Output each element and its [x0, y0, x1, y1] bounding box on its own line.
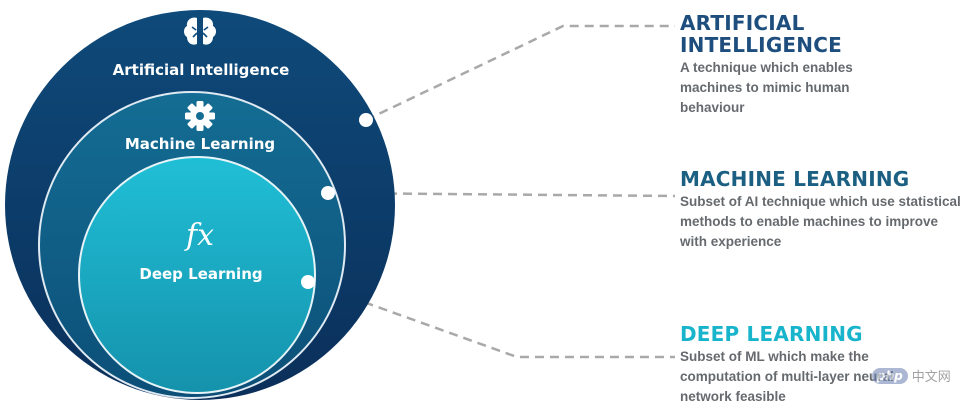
- dot-ml: [321, 186, 335, 200]
- text-ai: A technique which enables machines to mi…: [680, 60, 853, 115]
- brain-icon: [184, 17, 216, 45]
- watermark: php 中文网: [872, 366, 951, 385]
- connector-ai: [365, 24, 675, 122]
- title-dl: DEEP LEARNING: [680, 322, 863, 346]
- title-ml: MACHINE LEARNING: [680, 167, 910, 191]
- connector-ml: [327, 191, 676, 198]
- text-dl: Subset of ML which make the computation …: [680, 349, 894, 404]
- dot-ai: [359, 113, 373, 127]
- title-ai: ARTIFICIAL INTELLIGENCE: [680, 11, 842, 57]
- circle-dl: [78, 156, 316, 394]
- function-icon: fx: [184, 218, 214, 253]
- description-ml: MACHINE LEARNING Subset of AI technique …: [680, 168, 970, 252]
- gear-icon: [185, 101, 215, 131]
- label-ml: Machine Learning: [125, 135, 275, 153]
- watermark-text: 中文网: [911, 370, 951, 385]
- label-ai: Artificial Intelligence: [113, 61, 290, 79]
- label-dl: Deep Learning: [139, 265, 262, 283]
- description-ai: ARTIFICIAL INTELLIGENCE A technique whic…: [680, 12, 970, 118]
- text-ml: Subset of AI technique which use statist…: [680, 194, 961, 249]
- description-dl: DEEP LEARNING Subset of ML which make th…: [680, 323, 970, 407]
- php-logo-icon: php: [872, 367, 908, 384]
- dot-dl: [301, 275, 315, 289]
